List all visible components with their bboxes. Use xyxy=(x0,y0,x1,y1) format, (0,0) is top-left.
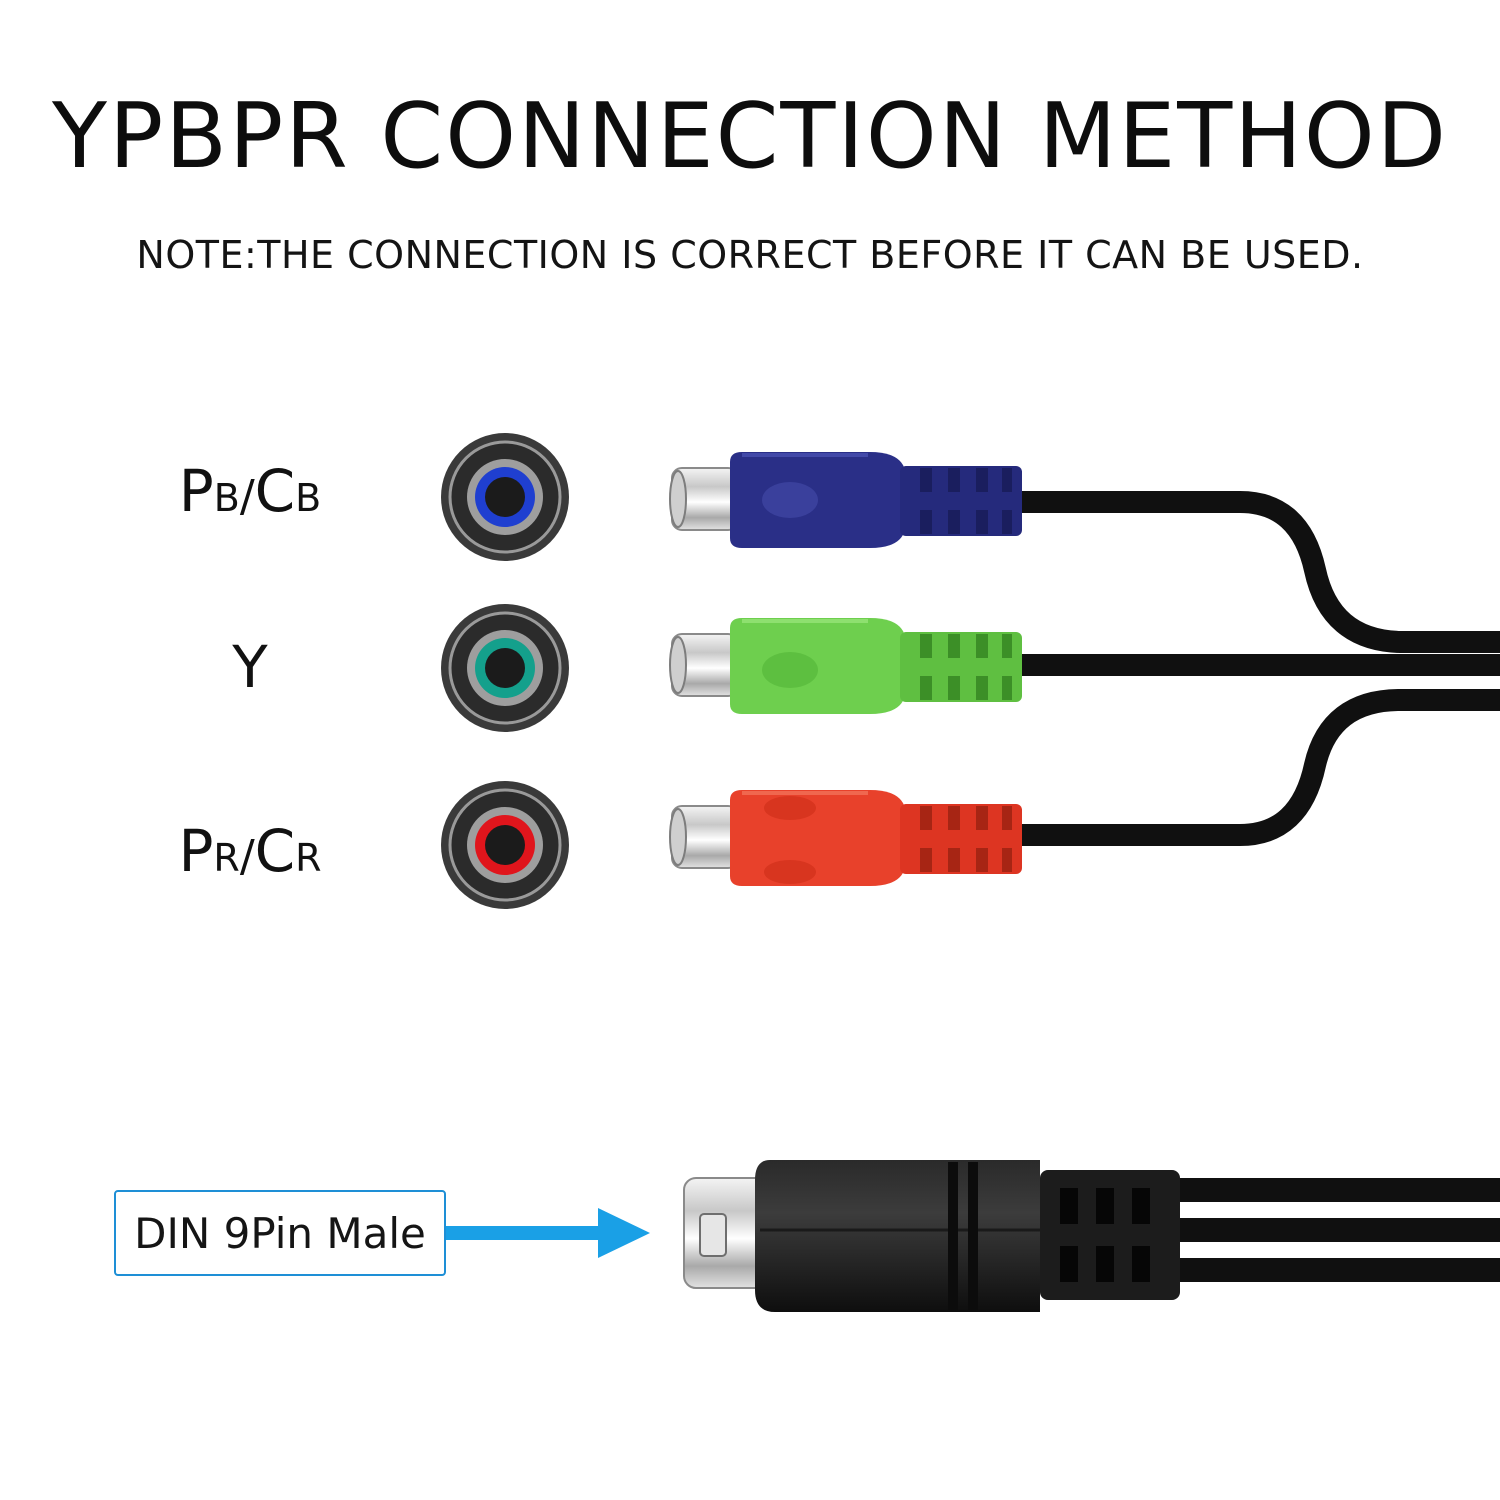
label-pb-sub: B xyxy=(213,476,240,520)
din-9pin-plug xyxy=(683,1160,1180,1312)
socket-icon-y xyxy=(441,604,569,732)
label-pb-slash: / xyxy=(239,471,255,522)
label-pr-cr: PR/CR xyxy=(120,822,380,880)
label-pb-cb: PB/CB xyxy=(120,462,380,520)
label-y: Y xyxy=(232,633,268,701)
rca-plug-pb xyxy=(669,452,1022,548)
din-label-text: DIN 9Pin Male xyxy=(134,1208,426,1258)
label-cr-main: C xyxy=(254,817,296,885)
socket-icon-pr xyxy=(441,781,569,909)
label-cb-sub: B xyxy=(295,476,322,520)
label-pr-slash: / xyxy=(239,831,255,882)
label-cr-sub: R xyxy=(295,836,322,880)
socket-icon-pb xyxy=(441,433,569,561)
label-pr-sub: R xyxy=(213,836,240,880)
rca-plug-y xyxy=(669,618,1022,714)
cable-wires xyxy=(999,491,1500,1282)
label-cb-main: C xyxy=(254,457,296,525)
label-pb-main: P xyxy=(178,457,214,525)
connection-note: NOTE:THE CONNECTION IS CORRECT BEFORE IT… xyxy=(136,233,1364,277)
pointer-arrow xyxy=(446,1208,650,1258)
page-title: YPBPR CONNECTION METHOD xyxy=(51,84,1449,189)
din-label: DIN 9Pin Male xyxy=(114,1190,446,1276)
rca-plug-pr xyxy=(669,790,1022,886)
label-pr-main: P xyxy=(178,817,214,885)
